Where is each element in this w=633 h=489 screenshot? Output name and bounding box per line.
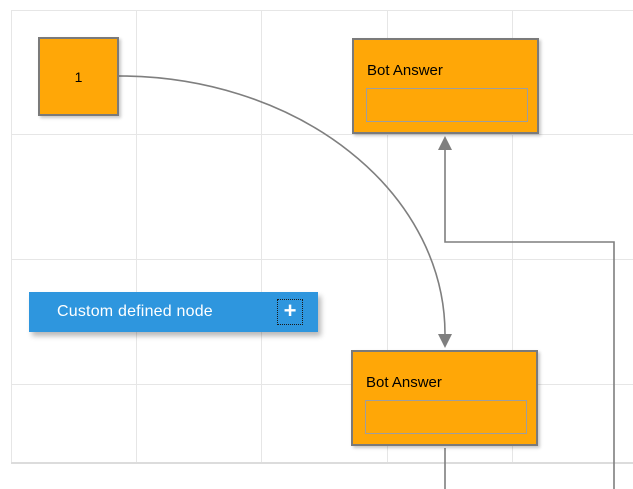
add-plus-icon[interactable]: + [277, 299, 303, 325]
plus-glyph: + [283, 298, 297, 323]
bot-answer-title: Bot Answer [366, 374, 442, 391]
bot-answer-text-field[interactable] [366, 88, 528, 122]
bot-answer-node-bottom[interactable]: Bot Answer [351, 350, 538, 446]
orthogonal-connector-line[interactable] [444, 150, 615, 489]
bot-answer-title: Bot Answer [367, 62, 443, 79]
curved-connector-line[interactable] [118, 75, 446, 335]
custom-defined-node[interactable]: Custom defined node + [29, 292, 318, 332]
start-node-label: 1 [74, 68, 83, 85]
custom-defined-node-label: Custom defined node [57, 303, 213, 320]
curved-connector[interactable] [118, 75, 452, 348]
start-node[interactable]: 1 [38, 37, 119, 116]
bot-answer-node-top[interactable]: Bot Answer [352, 38, 539, 134]
arrowhead-up-icon [438, 136, 452, 150]
arrowhead-down-icon [438, 334, 452, 348]
bot-answer-text-field[interactable] [365, 400, 527, 434]
orthogonal-connector[interactable] [438, 136, 615, 489]
